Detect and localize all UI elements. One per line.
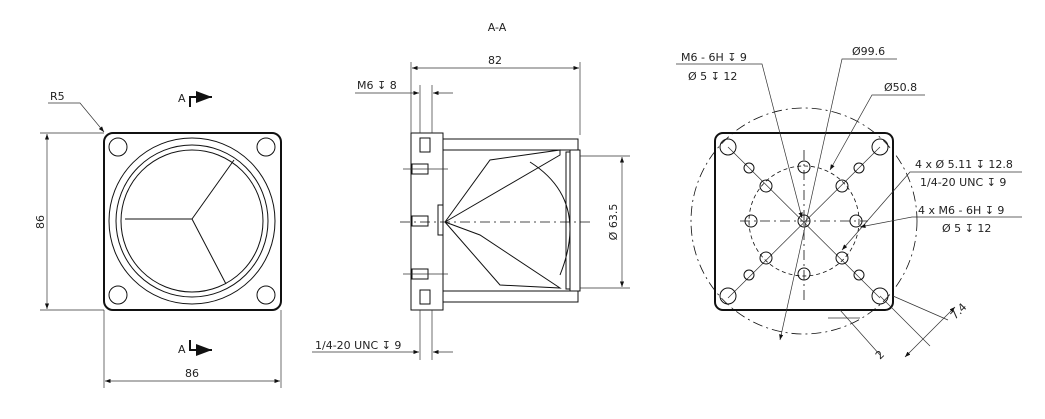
width-label: 86 <box>185 367 199 380</box>
diameter-label: Ø 63.5 <box>607 204 620 241</box>
housing-wall-top <box>442 138 579 151</box>
section-view: 82 Ø 63.5 M6 ↧ 8 1/4-20 UNC ↧ 9 <box>312 54 630 360</box>
threaded-holes <box>743 160 865 281</box>
bolt-circle-small-label: Ø50.8 <box>884 81 917 94</box>
mounting-hole <box>108 137 128 157</box>
lens-curve <box>529 161 571 276</box>
section-arrow-bottom <box>189 340 212 356</box>
mounting-hole <box>256 285 276 305</box>
reflector-seams <box>125 159 235 285</box>
front-bezel-inner <box>115 144 269 298</box>
front-window <box>120 149 264 293</box>
rear-housing-outline <box>714 132 894 311</box>
callout-right1-line1: 4 x Ø 5.11 ↧ 12.8 <box>915 158 1013 171</box>
housing-wall-bottom <box>442 290 579 303</box>
callout-right2-line1: 4 x M6 - 6H ↧ 9 <box>918 204 1004 217</box>
radius-leader <box>48 102 105 133</box>
offset-label-large: 7.4 <box>948 301 970 323</box>
section-marker-bottom: A <box>178 343 186 356</box>
callout-top-left-line2: Ø 5 ↧ 12 <box>688 70 737 83</box>
bolt-circle-large-label: Ø99.6 <box>852 45 885 58</box>
reflector-lower <box>444 221 562 289</box>
callout-top-left-line1: M6 - 6H ↧ 9 <box>681 51 747 64</box>
corner-holes <box>719 138 889 305</box>
front-window-section <box>569 149 581 292</box>
bottom-thread-label: 1/4-20 UNC ↧ 9 <box>315 339 401 352</box>
callout-right1-line2: 1/4-20 UNC ↧ 9 <box>920 176 1006 189</box>
section-arrow-top <box>189 91 212 107</box>
top-thread-label: M6 ↧ 8 <box>357 79 397 92</box>
mounting-hole <box>256 137 276 157</box>
front-housing-outline <box>103 132 282 311</box>
radius-label: R5 <box>50 90 65 103</box>
section-marker-top: A <box>178 92 186 105</box>
mounting-hole <box>108 285 128 305</box>
height-label: 86 <box>34 215 47 229</box>
rear-view: M6 - 6H ↧ 9 Ø 5 ↧ 12 Ø99.6 Ø50.8 4 x Ø 5… <box>676 45 1022 362</box>
section-title: A-A <box>488 21 507 34</box>
length-label: 82 <box>488 54 502 67</box>
callout-right2-line2: Ø 5 ↧ 12 <box>942 222 991 235</box>
offset-label-small: 2 <box>873 348 887 362</box>
large-circle-leader <box>779 58 897 341</box>
front-view: R5 86 86 A A <box>34 90 282 388</box>
reflector-upper <box>444 149 561 223</box>
bolt-circle-large <box>690 107 918 335</box>
front-bezel-outer <box>108 137 276 305</box>
